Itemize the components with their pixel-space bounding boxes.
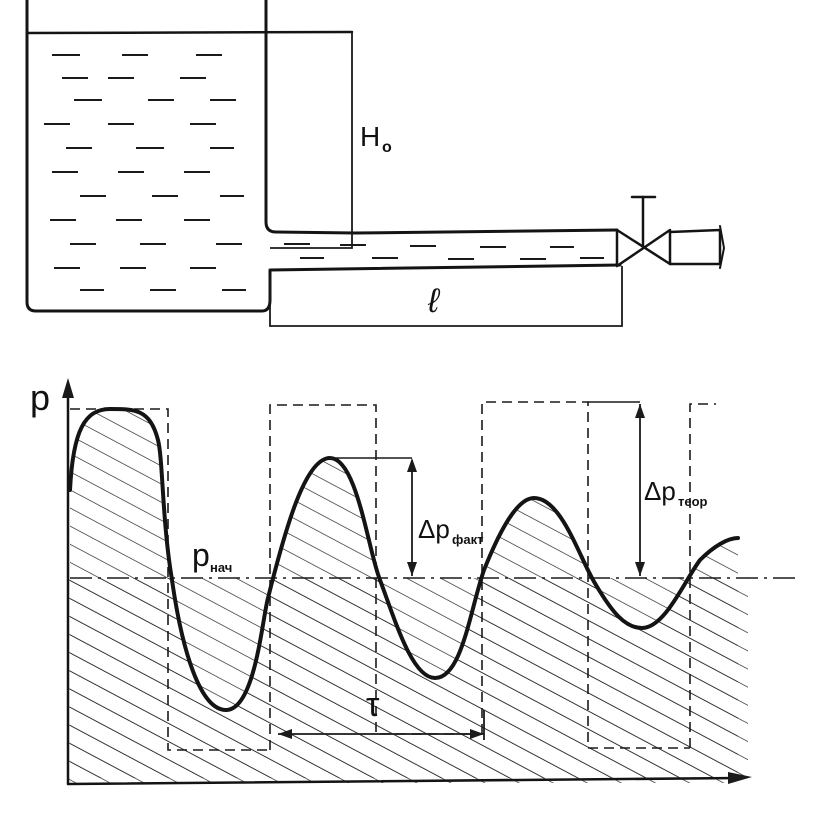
svg-text:p: p: [192, 537, 210, 573]
head-label-subscript: o: [382, 139, 392, 156]
pressure-graph: p p нач Δp факт Δp теор: [30, 377, 800, 786]
initial-pressure-label: p нач: [192, 537, 232, 575]
pressure-axis-label: p: [30, 377, 50, 418]
head-dimension: H o: [270, 32, 392, 249]
theoretical-amplitude-dimension: Δp теор: [588, 401, 708, 576]
period-label: τ: [366, 686, 380, 724]
gate-valve: [615, 195, 725, 269]
period-dimension: τ: [278, 686, 485, 740]
svg-text:факт: факт: [452, 532, 483, 547]
svg-text:теор: теор: [678, 494, 708, 509]
pipe-length-label: ℓ: [427, 282, 441, 320]
pipe-length-dimension: ℓ: [269, 266, 623, 327]
svg-text:Δp: Δp: [418, 514, 450, 544]
svg-text:Δp: Δp: [644, 476, 676, 506]
reservoir-tank: [25, 0, 622, 313]
time-axis: [66, 772, 752, 786]
pressure-curve: [68, 407, 740, 712]
pressure-axis: p: [30, 377, 74, 786]
water-surface-hatching: [44, 54, 604, 291]
actual-amplitude-dimension: Δp факт: [330, 457, 483, 576]
svg-text:нач: нач: [210, 560, 232, 575]
hatched-area: [68, 409, 748, 783]
head-label: H: [360, 121, 380, 152]
